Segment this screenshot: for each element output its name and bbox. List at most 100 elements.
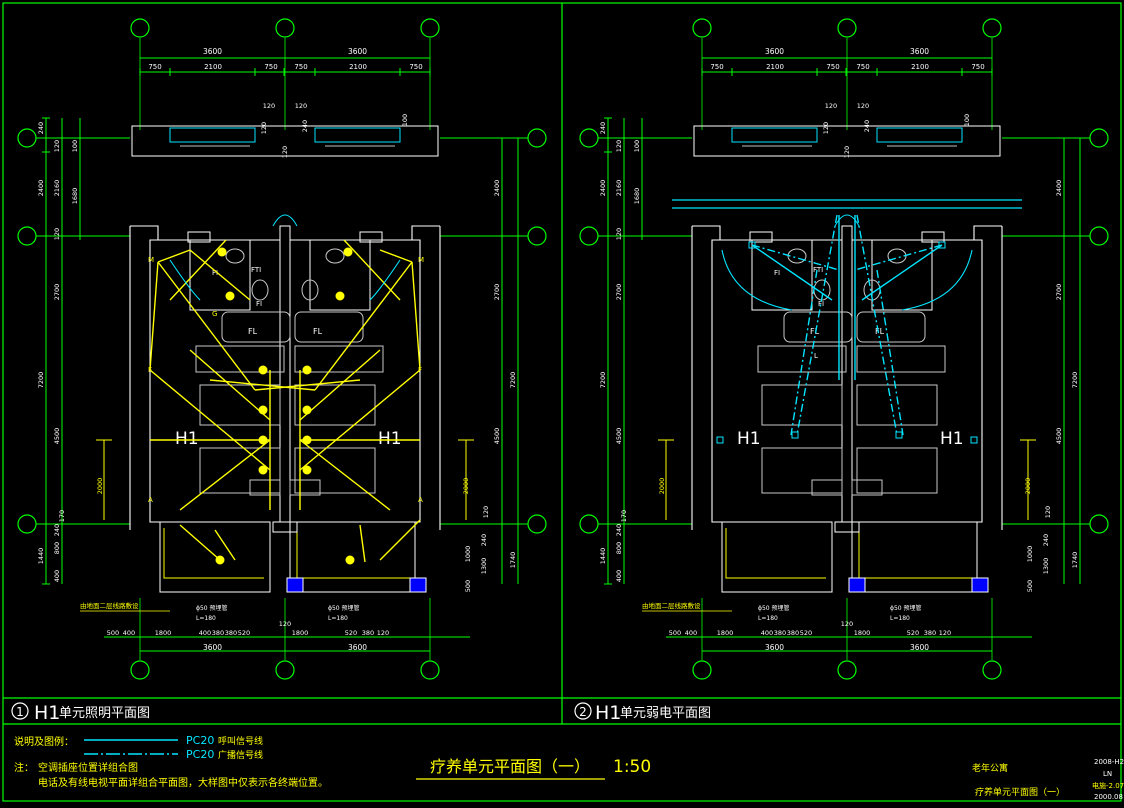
dim-text: 2400	[599, 180, 607, 197]
basin-right	[325, 248, 345, 264]
light-fixture	[335, 291, 345, 301]
dim-text: 7200	[37, 372, 45, 389]
plan-number-left: 1	[16, 705, 24, 719]
lighting-circuit	[157, 249, 191, 263]
wall-stub	[749, 231, 773, 243]
dim-text: 1800	[854, 629, 871, 637]
dim-text: 1680	[71, 188, 79, 205]
dim-text: 800	[615, 542, 623, 554]
bathroom-right	[309, 239, 371, 311]
light-fixture	[225, 291, 235, 301]
leader-note: 由地面二层线路敷设	[642, 601, 701, 610]
signal-line	[854, 244, 943, 271]
lighting-circuit	[299, 369, 421, 471]
title-block: 老年公寓 疗养单元平面图（一） 2008-H2 LN 电施-2.07 2000.…	[972, 758, 1124, 801]
lighting-circuit	[169, 239, 227, 301]
plan-title-prefix-right: H1	[595, 702, 621, 724]
dim-text: 1800	[292, 629, 309, 637]
bed-left-a	[761, 384, 843, 426]
wardrobe-right	[856, 345, 946, 373]
wardrobe-right	[294, 345, 384, 373]
dim-text: 120	[53, 228, 61, 240]
dim-text: 2700	[615, 284, 623, 301]
wall-stub	[359, 231, 383, 243]
bed-right-b	[856, 447, 938, 494]
revision: LN	[1103, 770, 1112, 778]
dim-text: 400	[53, 570, 61, 582]
leader-note: 由地面二层线路敷设	[80, 601, 139, 610]
dim-text: 120	[822, 122, 830, 134]
dim-text: 2100	[766, 63, 784, 71]
lighting-circuit	[359, 524, 366, 563]
fixture-label-l: L	[814, 352, 818, 360]
sheet-name: 疗养单元平面图（一）	[975, 786, 1065, 798]
axis-bubble-bottom	[982, 660, 1002, 680]
pipe-note-length: L=180	[196, 615, 216, 622]
light-fixture	[343, 247, 353, 257]
lighting-circuit	[209, 379, 316, 391]
balcony-left	[721, 521, 833, 593]
dim-text: 2400	[1055, 180, 1063, 197]
drawing-scale: 1:50	[613, 757, 651, 777]
fixture-label-fl: FL	[875, 327, 885, 336]
dim-text: 4500	[53, 428, 61, 445]
dim-text: 120	[279, 620, 291, 628]
legend-item1-code: PC20	[186, 734, 214, 747]
signal-outlet	[716, 436, 724, 444]
dim-text: 120	[295, 102, 307, 110]
fixture-label-fi: FI	[774, 269, 780, 277]
drawing-title: 疗养单元平面图（一） 1:50	[416, 757, 651, 780]
bathtub-left	[783, 311, 853, 343]
dim-text: 380	[225, 629, 237, 637]
dim-text: 1000	[464, 546, 472, 563]
dim-text: 750	[826, 63, 839, 71]
dim-text: 120	[281, 146, 289, 158]
dim-text: 240	[480, 534, 488, 546]
note-1: 空调插座位置详组合图	[38, 761, 138, 774]
signal-outlet	[895, 431, 903, 439]
axis-bubble-top	[130, 18, 150, 38]
lighting-circuit	[379, 519, 421, 561]
dim-text: 120	[825, 102, 837, 110]
call-signal-line	[751, 244, 833, 301]
axis-bubble-top	[837, 18, 857, 38]
bedside-table	[811, 479, 843, 496]
window-top	[876, 127, 963, 143]
unit-label-left: H1	[737, 429, 761, 449]
lighting-circuit	[299, 439, 391, 511]
dim-text: 2100	[911, 63, 929, 71]
lighting-circuit	[254, 379, 361, 391]
balcony-rail-left	[163, 528, 264, 579]
lighting-circuit	[314, 261, 413, 391]
axis-bubble-bottom	[692, 660, 712, 680]
fixture-label-fl: FL	[810, 327, 820, 336]
dim-text: 400	[123, 629, 135, 637]
basin-left	[225, 248, 245, 264]
dim-text: 1440	[599, 548, 607, 565]
legend-item1-text: 呼叫信号线	[218, 735, 263, 747]
dim-text: 2000	[96, 478, 104, 495]
lighting-circuit	[179, 439, 271, 511]
lighting-circuit	[189, 249, 251, 301]
column-stub	[272, 521, 298, 533]
axis-bubble-bottom	[275, 660, 295, 680]
dim-text: 380	[212, 629, 224, 637]
dim-text: 1300	[1042, 558, 1050, 575]
plan-title-cn-left: 单元照明平面图	[59, 706, 150, 721]
bed-right-b	[294, 447, 376, 494]
lighting-circuit	[149, 261, 159, 371]
dim-text: 520	[800, 629, 812, 637]
plan-number-right: 2	[579, 705, 587, 719]
plan-title-prefix-left: H1	[34, 702, 60, 724]
window-top	[169, 127, 256, 143]
fixture-label-fi: FI	[256, 300, 262, 308]
outlet-label-a: A	[418, 496, 423, 504]
signal-outlet	[970, 436, 978, 444]
dim-text: 2700	[1055, 284, 1063, 301]
pipe-note-length: L=180	[890, 615, 910, 622]
outlet-label-a: A	[148, 496, 153, 504]
dim-text: 520	[907, 629, 919, 637]
